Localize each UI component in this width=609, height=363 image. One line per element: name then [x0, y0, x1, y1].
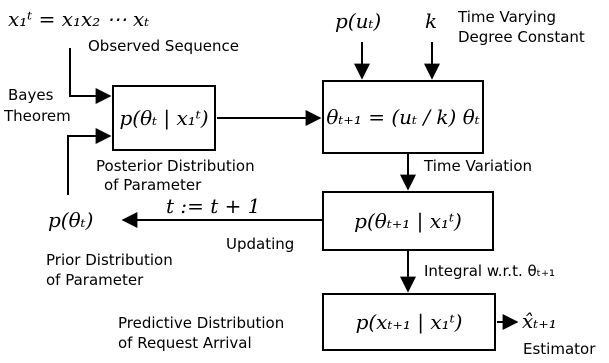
prior-label-line2: of Parameter — [46, 271, 144, 289]
predictive-box: p(xₜ₊₁ | x₁ᵗ) — [322, 293, 496, 351]
integral-label: Integral w.r.t. θₜ₊₁ — [424, 262, 556, 280]
time-varying-label-line2: Degree Constant — [458, 28, 585, 46]
bayes-label-line1: Bayes — [8, 86, 54, 104]
prior-label-line1: Prior Distribution — [46, 251, 173, 269]
posterior-box: p(θₜ | x₁ᵗ) — [112, 85, 216, 151]
p-ut-input: p(uₜ) — [335, 9, 382, 33]
arrow-prior-to-posterior — [67, 128, 112, 195]
time-varying-label-line1: Time Varying — [458, 8, 557, 26]
estimator-label: Estimator — [523, 340, 596, 358]
predictive-label-line2: of Request Arrival — [118, 334, 252, 352]
observed-sequence-label: Observed Sequence — [88, 37, 239, 55]
predictive-label-line1: Predictive Distribution — [118, 314, 285, 332]
posterior-label-line1: Posterior Distribution — [96, 157, 255, 175]
arrow-sequence-to-posterior — [69, 48, 112, 104]
next-posterior-box: p(θₜ₊₁ | x₁ᵗ) — [322, 191, 494, 251]
time-variation-label: Time Variation — [424, 157, 533, 175]
transition-box: θₜ₊₁ = (uₜ / k) θₜ — [322, 80, 484, 154]
estimator-formula: x̂ₜ₊₁ — [522, 309, 557, 333]
bayes-label-line2: Theorem — [4, 107, 71, 125]
posterior-label-line2: of Parameter — [104, 176, 202, 194]
k-input: k — [425, 9, 438, 33]
prior-formula: p(θₜ) — [48, 208, 94, 232]
updating-label: Updating — [226, 235, 295, 253]
t-update-formula: t := t + 1 — [166, 194, 261, 218]
sequence-formula: x₁ᵗ = x₁x₂ ⋯ xₜ — [8, 7, 150, 31]
